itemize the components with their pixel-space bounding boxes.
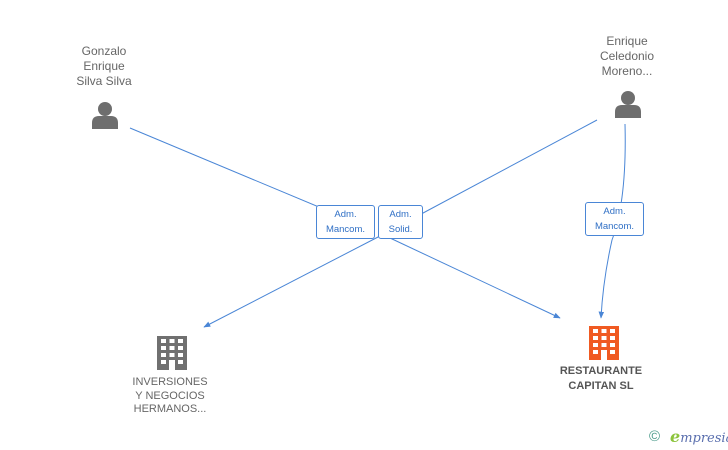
connector-enrique-to-restaurante <box>598 123 626 319</box>
brand-logo[interactable]: empresia <box>670 427 728 446</box>
connector-relation-to-restaurante <box>389 237 561 319</box>
brand-logo-text: mpresia <box>680 431 728 446</box>
connector-gonzalo-to-relation <box>129 127 351 221</box>
person-icon[interactable] <box>92 102 118 129</box>
person-name-gonzalo[interactable]: Gonzalo Enrique Silva Silva <box>76 44 132 88</box>
building-icon[interactable] <box>157 336 187 370</box>
company-name-restaurante[interactable]: RESTAURANTE CAPITAN SL <box>559 365 643 392</box>
relation-badge-adm-mancom[interactable]: Adm. Mancom. <box>316 205 375 239</box>
connector-relation-to-inversiones <box>203 235 381 328</box>
building-icon[interactable] <box>589 326 619 360</box>
brand-logo-initial: e <box>670 427 681 446</box>
connectors <box>129 119 626 328</box>
person-icon[interactable] <box>615 91 641 118</box>
connector-enrique-to-relation <box>409 119 598 221</box>
person-name-enrique[interactable]: Enrique Celedonio Moreno... <box>599 34 655 78</box>
company-name-inversiones[interactable]: INVERSIONES Y NEGOCIOS HERMANOS... <box>132 376 208 415</box>
relation-badge-adm-solid[interactable]: Adm. Solid. <box>378 205 423 239</box>
copyright-symbol: © <box>649 428 661 445</box>
relation-badge-adm-mancom-2[interactable]: Adm. Mancom. <box>585 202 644 236</box>
